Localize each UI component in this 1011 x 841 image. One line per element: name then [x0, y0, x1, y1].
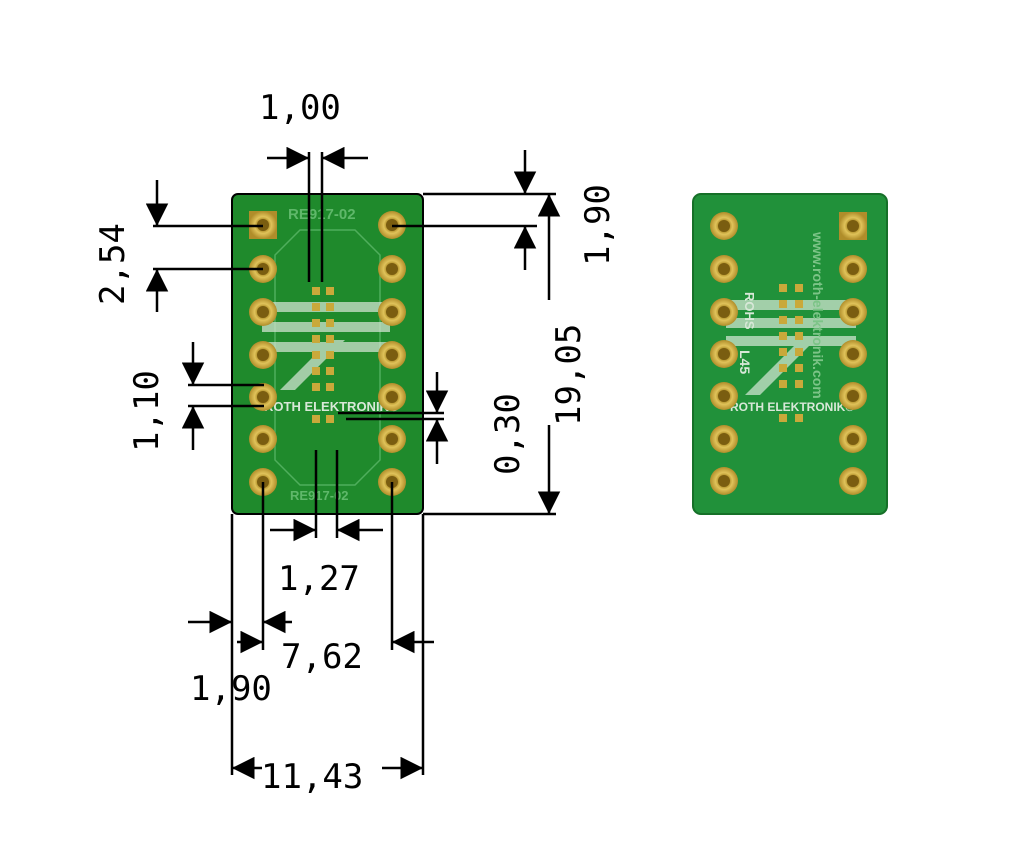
dim-board-length: 19,05 — [549, 324, 589, 426]
right-brand-label: ROTH ELEKTRONIK® — [730, 400, 854, 414]
dim-pad-spacing: 1,10 — [127, 370, 167, 452]
through-hole-pads-right — [710, 212, 867, 495]
dim-row-spacing: 7,62 — [281, 637, 363, 677]
right-website-label: www.roth-elektronik.com — [810, 231, 826, 399]
dimension-lines — [145, 146, 561, 780]
part-number-bottom: RE917-02 — [290, 488, 349, 503]
dim-edge-top: 1,90 — [578, 184, 618, 266]
dim-pitch: 2,54 — [93, 223, 133, 305]
left-board: RE917-02 ROTH ELEKTRONIK® RE917-02 — [231, 193, 424, 515]
dim-board-width: 11,43 — [261, 757, 363, 797]
right-rohs-label: ROHS — [742, 292, 757, 330]
dimension-labels: 1,00 2,54 1,90 19,05 1,10 0,30 1,27 1,90… — [93, 88, 618, 797]
dim-pad-width: 1,00 — [259, 88, 341, 128]
dim-trace-width: 0,30 — [488, 393, 528, 475]
right-board: ROHS L45 ROTH ELEKTRONIK® www.roth-elekt… — [692, 193, 888, 515]
right-trace-band — [726, 300, 856, 395]
dim-fine-pitch: 1,27 — [278, 559, 360, 599]
brand-label: ROTH ELEKTRONIK® — [264, 399, 399, 414]
smd-pads-right — [779, 284, 803, 422]
smd-pads-left — [312, 287, 334, 423]
dim-edge-side: 1,90 — [190, 669, 272, 709]
right-panel-mark: L45 — [737, 350, 753, 374]
